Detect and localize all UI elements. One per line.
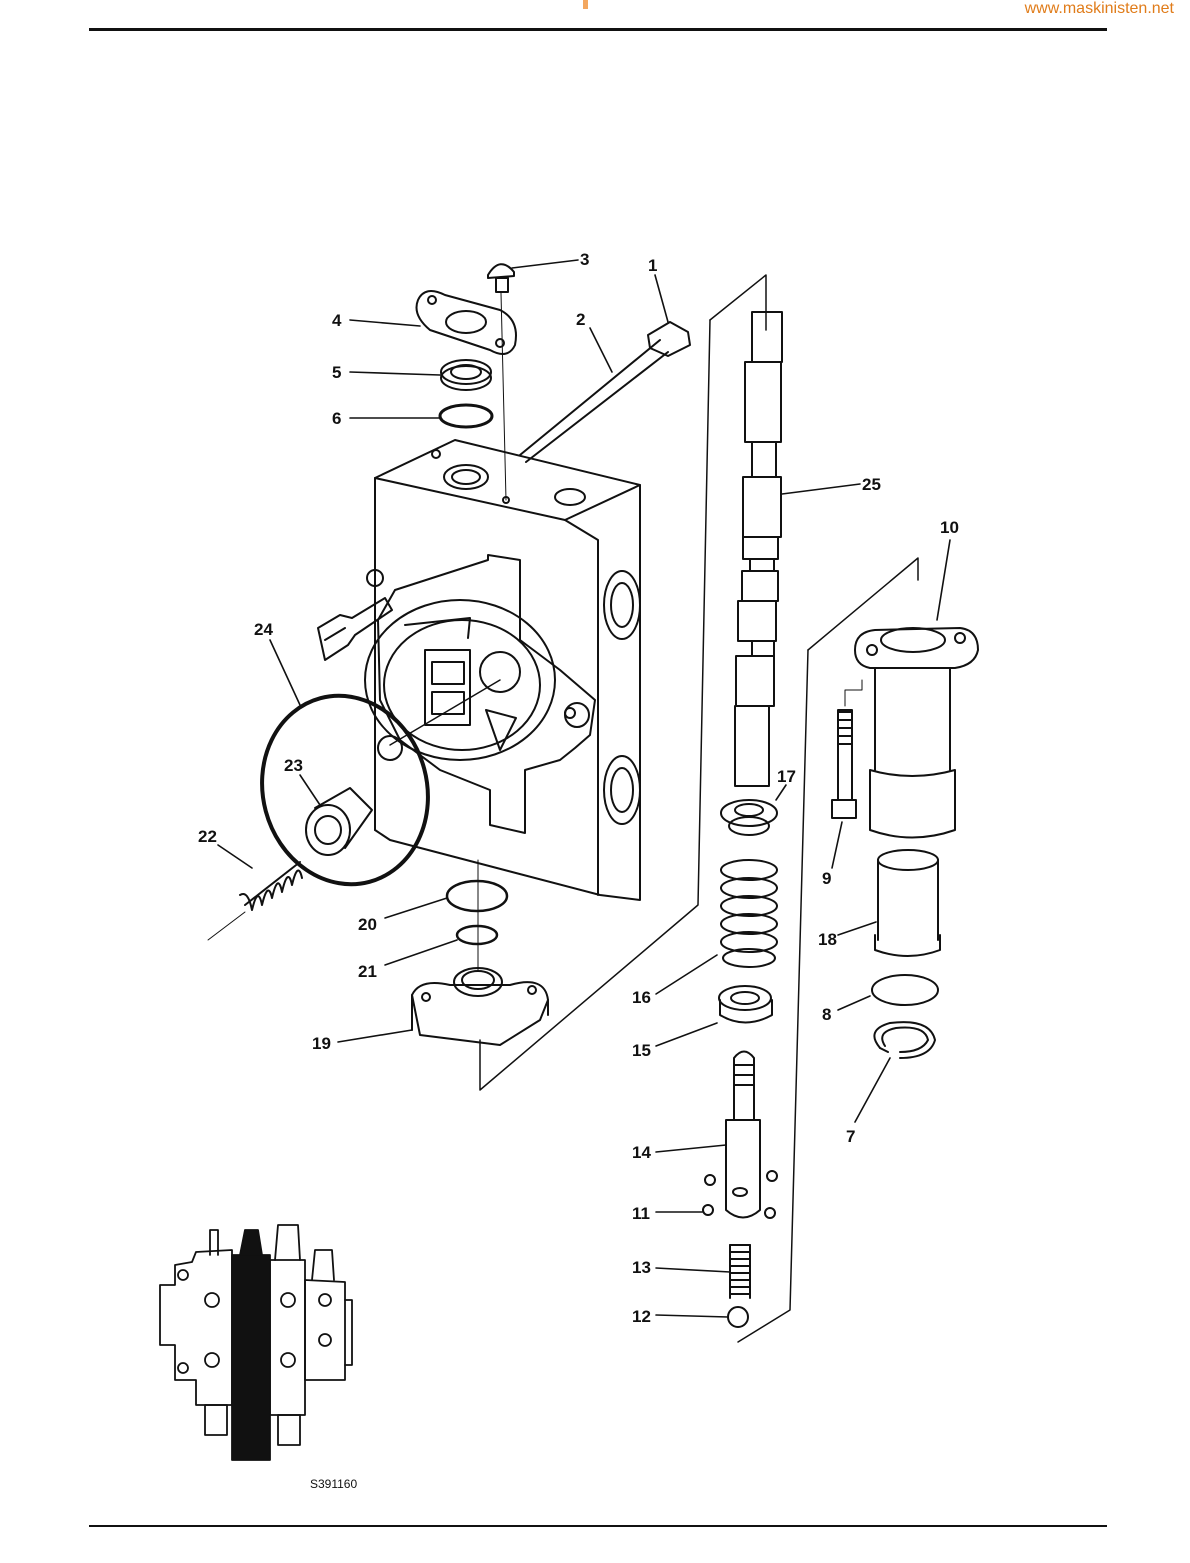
callout-labels: 1 2 3 4 5 6 7 8 9 10 11 12 13 14 15 16 1… (198, 250, 959, 1491)
callout-13: 13 (632, 1258, 651, 1277)
part-17-seat (721, 800, 777, 835)
leader-lines (218, 260, 950, 1317)
callout-7: 7 (846, 1127, 855, 1146)
callout-20: 20 (358, 915, 377, 934)
part-19-flange (412, 860, 548, 1045)
part-22-spring (208, 862, 302, 940)
callout-5: 5 (332, 363, 341, 382)
callout-25: 25 (862, 475, 881, 494)
callout-10: 10 (940, 518, 959, 537)
figure-reference: S391160 (310, 1477, 357, 1491)
callout-6: 6 (332, 409, 341, 428)
callout-9: 9 (822, 869, 831, 888)
part-8-disc (872, 975, 938, 1005)
callout-4: 4 (332, 311, 342, 330)
callout-18: 18 (818, 930, 837, 949)
part-6-o-ring (440, 405, 492, 427)
part-13-spring (730, 1245, 750, 1298)
callout-21: 21 (358, 962, 377, 981)
callout-12: 12 (632, 1307, 651, 1326)
part-21-o-ring (457, 926, 497, 944)
locator-inset (160, 1225, 352, 1460)
part-16-spring (721, 860, 777, 967)
part-5-seal (441, 360, 491, 390)
callout-22: 22 (198, 827, 217, 846)
part-7-circlip (874, 1022, 935, 1058)
callout-1: 1 (648, 256, 657, 275)
callout-15: 15 (632, 1041, 651, 1060)
callout-2: 2 (576, 310, 585, 329)
part-11-balls (703, 1171, 777, 1218)
tube-assembly (520, 322, 690, 462)
part-3-screw (488, 264, 514, 500)
part-18-sleeve (875, 850, 940, 956)
part-25-spool (735, 312, 782, 786)
part-15-seat (719, 986, 772, 1023)
part-14-piston (726, 1052, 760, 1218)
valve-block (318, 440, 640, 900)
callout-8: 8 (822, 1005, 831, 1024)
callout-11: 11 (632, 1204, 650, 1223)
callout-24: 24 (254, 620, 273, 639)
callout-17: 17 (777, 767, 796, 786)
part-20-o-ring (447, 881, 507, 911)
callout-19: 19 (312, 1034, 331, 1053)
callout-16: 16 (632, 988, 651, 1007)
part-9-bolt (832, 680, 862, 818)
callout-3: 3 (580, 250, 589, 269)
callout-14: 14 (632, 1143, 651, 1162)
callout-23: 23 (284, 756, 303, 775)
part-12-ball (728, 1307, 748, 1327)
part-10-housing (855, 628, 978, 838)
